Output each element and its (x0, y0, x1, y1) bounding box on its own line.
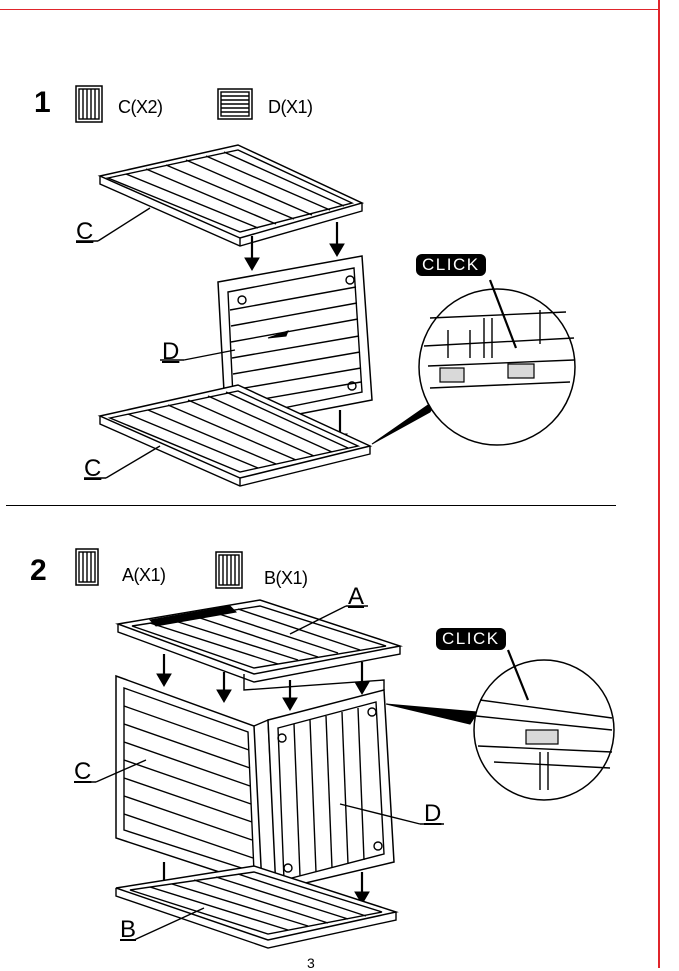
step2-callout-c: C (74, 758, 92, 785)
step1-leader-c-bottom (105, 445, 161, 479)
step1-arrows-top (244, 222, 345, 271)
page-number: 3 (307, 955, 315, 971)
step1-leader-c-top (97, 207, 151, 242)
step2-part-a-label: A(X1) (122, 565, 166, 585)
step1-click-badge: CLICK (416, 254, 486, 276)
step2-callout-b: B (120, 916, 137, 943)
step-2-number: 2 (30, 554, 47, 587)
step2-click-detail-magnifier (385, 649, 615, 801)
step2-leader-c (95, 759, 147, 783)
step2-leader-a (289, 605, 347, 635)
step2-click-badge: CLICK (436, 628, 506, 650)
vertical-slat-panel-icon (75, 548, 99, 586)
step1-callout-d: D (162, 338, 180, 365)
step2-part-b-label: B(X1) (264, 568, 308, 588)
page-border-top (0, 9, 660, 10)
step2-back-panel-d (267, 689, 395, 891)
step1-bottom-panel-c (97, 384, 373, 487)
vertical-slat-panel-icon (75, 85, 103, 123)
step1-callout-c-top: C (76, 218, 94, 245)
vertical-slat-panel-icon (215, 551, 243, 589)
step2-leader-b (133, 907, 205, 941)
step2-callout-d: D (424, 800, 442, 827)
horizontal-slat-panel-icon (217, 88, 253, 120)
step1-leader-d (183, 349, 236, 361)
step-1-number: 1 (34, 86, 51, 119)
step2-side-panel-c (115, 674, 277, 888)
step1-click-detail-magnifier (371, 279, 576, 446)
step2-rear-frame (243, 674, 385, 691)
section-divider (6, 505, 616, 506)
step1-middle-panel-d (217, 255, 373, 429)
step2-lid-panel-a (115, 599, 403, 683)
step1-top-panel-c (97, 144, 365, 247)
step2-callout-a: A (348, 583, 365, 610)
step2-leader-d (339, 803, 421, 825)
step1-part-d-label: D(X1) (268, 97, 313, 117)
page-border-right (658, 0, 660, 968)
step1-callout-c-bottom: C (84, 455, 102, 482)
step2-base-panel-b (115, 865, 399, 949)
step1-part-c-label: C(X2) (118, 97, 163, 117)
